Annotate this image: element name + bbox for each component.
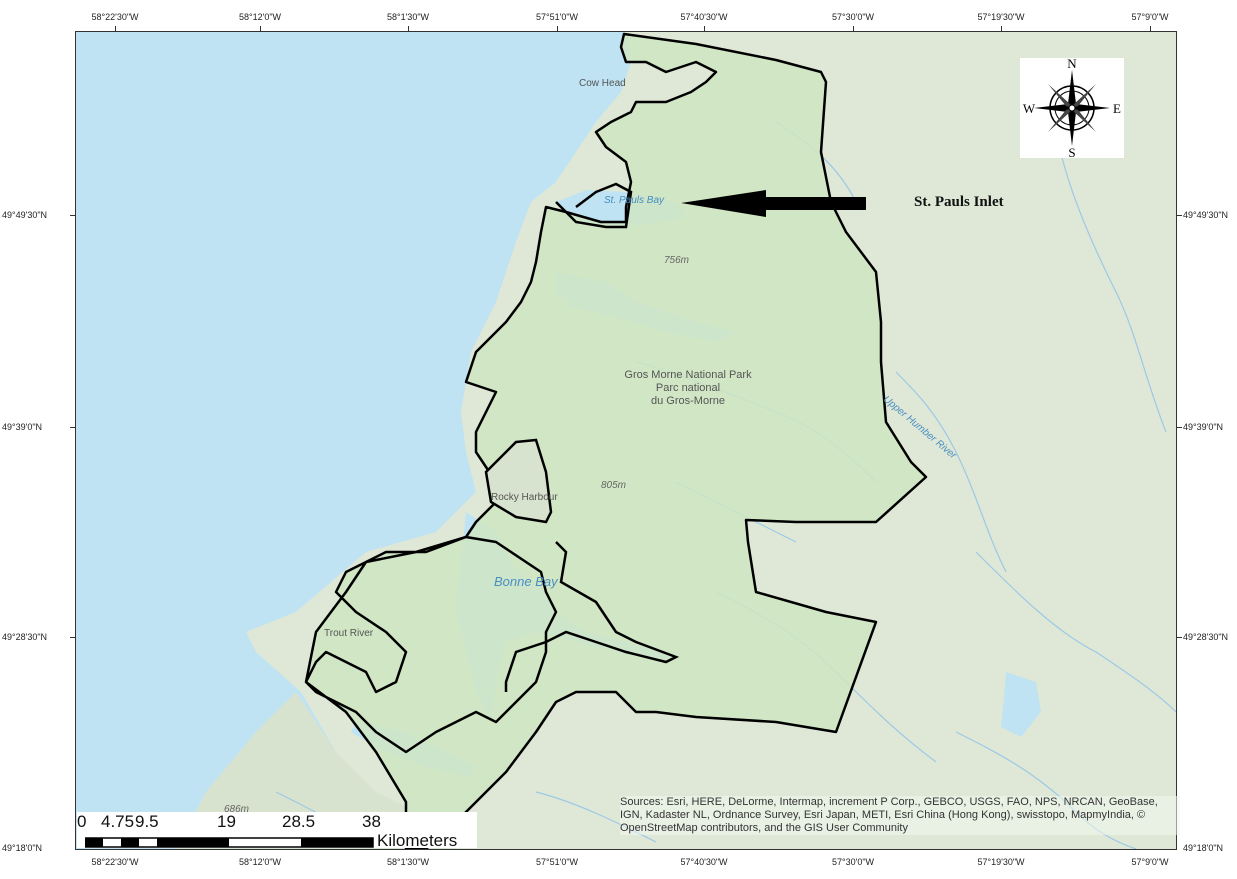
park-name-line: du Gros-Morne bbox=[651, 395, 725, 407]
lat-tick-label: 49°28'30"N bbox=[1183, 632, 1229, 642]
lat-tick-label: 49°28'30"N bbox=[2, 632, 48, 642]
bonne-bay-arm-boundary bbox=[504, 541, 680, 692]
compass-north-letter: N bbox=[1067, 58, 1077, 71]
lon-tick-label: 57°30'0"W bbox=[831, 12, 875, 22]
map-frame[interactable]: Cow Head St. Pauls Bay 756m Gros Morne N… bbox=[75, 31, 1177, 850]
elevation-label: 756m bbox=[664, 255, 690, 266]
lon-tick-label: 57°40'30"W bbox=[680, 12, 728, 22]
lon-tick-label: 58°12'0"W bbox=[238, 857, 282, 867]
scale-label: 28.5 bbox=[282, 812, 316, 831]
tick-mark bbox=[260, 26, 261, 31]
water-label-st-pauls-bay: St. Pauls Bay bbox=[604, 195, 665, 206]
river-line bbox=[1055, 131, 1167, 433]
lon-tick-label: 58°12'0"W bbox=[238, 12, 282, 22]
tick-mark bbox=[853, 26, 854, 31]
place-label-rocky-harbour: Rocky Harbour bbox=[491, 492, 558, 503]
map-attribution: Sources: Esri, HERE, DeLorme, Intermap, … bbox=[620, 796, 1180, 835]
inland-lake-east bbox=[1001, 672, 1041, 737]
arrow-shaft bbox=[744, 197, 866, 210]
river-line bbox=[895, 371, 1007, 573]
southwest-coast-land bbox=[176, 692, 456, 849]
tick-mark bbox=[70, 427, 75, 428]
lon-tick-label: 57°19'30"W bbox=[977, 12, 1025, 22]
lon-tick-label: 57°19'30"W bbox=[977, 857, 1025, 867]
scale-label: 9.5 bbox=[135, 812, 159, 831]
park-name-label: Gros Morne National Park Parc national d… bbox=[588, 369, 788, 408]
compass-rose-icon: N S W E bbox=[1023, 56, 1121, 160]
lon-tick-label: 57°9'0"W bbox=[1131, 12, 1169, 22]
lat-tick-label: 49°18'0"N bbox=[1183, 843, 1224, 853]
lat-tick-label: 49°18'0"N bbox=[2, 843, 43, 853]
lon-tick-label: 57°30'0"W bbox=[831, 857, 875, 867]
tick-mark bbox=[557, 26, 558, 31]
scale-units-label: Kilometers bbox=[377, 831, 458, 850]
lon-tick-label: 58°22'30"W bbox=[91, 12, 139, 22]
lon-tick-label: 57°9'0"W bbox=[1131, 857, 1169, 867]
tick-mark bbox=[115, 26, 116, 31]
place-label-cow-head: Cow Head bbox=[579, 78, 626, 89]
scale-label: 0 bbox=[77, 812, 87, 831]
tick-mark bbox=[70, 637, 75, 638]
river-line bbox=[975, 551, 1176, 713]
lon-tick-label: 58°1'30"W bbox=[386, 12, 430, 22]
scale-label: 4.75 bbox=[101, 812, 135, 831]
tick-mark bbox=[1150, 26, 1151, 31]
tick-mark bbox=[408, 26, 409, 31]
lon-tick-label: 58°1'30"W bbox=[386, 857, 430, 867]
arrow-head bbox=[681, 190, 766, 217]
tick-mark bbox=[1177, 427, 1182, 428]
water-label-bonne-bay: Bonne Bay bbox=[494, 574, 558, 589]
inlet-arrow bbox=[681, 190, 866, 217]
lon-tick-label: 57°51'0"W bbox=[535, 12, 579, 22]
map-canvas[interactable] bbox=[76, 32, 1176, 849]
tick-mark bbox=[70, 215, 75, 216]
tick-mark bbox=[1177, 215, 1182, 216]
north-bay-boundary bbox=[555, 182, 633, 229]
place-label-trout-river: Trout River bbox=[324, 628, 374, 639]
scale-bar-graphic bbox=[85, 837, 374, 848]
compass-east-letter: E bbox=[1113, 101, 1121, 116]
park-name-line: Parc national bbox=[655, 382, 721, 394]
lat-tick-label: 49°39'0"N bbox=[1183, 422, 1224, 432]
rocky-harbour-enclave-boundary bbox=[484, 438, 553, 524]
lat-tick-label: 49°39'0"N bbox=[2, 422, 43, 432]
scale-label: 38 bbox=[362, 812, 381, 831]
compass-south-letter: S bbox=[1068, 145, 1075, 158]
tick-mark bbox=[704, 26, 705, 31]
tick-mark bbox=[1001, 26, 1002, 31]
lon-tick-label: 57°51'0"W bbox=[535, 857, 579, 867]
scale-bar: 0 4.75 9.5 19 28.5 38 Kilometers bbox=[77, 812, 477, 850]
lat-tick-label: 49°49'30"N bbox=[2, 210, 48, 220]
tick-mark bbox=[1177, 637, 1182, 638]
st-pauls-inlet-callout: St. Pauls Inlet bbox=[914, 194, 1004, 210]
lon-tick-label: 57°40'30"W bbox=[680, 857, 728, 867]
river-line bbox=[535, 791, 657, 843]
park-name-line: Gros Morne National Park bbox=[624, 369, 752, 381]
north-arrow: N S W E bbox=[1020, 56, 1124, 160]
elevation-label: 805m bbox=[601, 480, 627, 491]
gros-morne-park-boundary[interactable] bbox=[304, 32, 928, 849]
elevation-label: 686m bbox=[224, 804, 250, 815]
compass-west-letter: W bbox=[1023, 101, 1036, 116]
lon-tick-label: 58°22'30"W bbox=[91, 857, 139, 867]
scale-label: 19 bbox=[217, 812, 236, 831]
lat-tick-label: 49°49'30"N bbox=[1183, 210, 1229, 220]
